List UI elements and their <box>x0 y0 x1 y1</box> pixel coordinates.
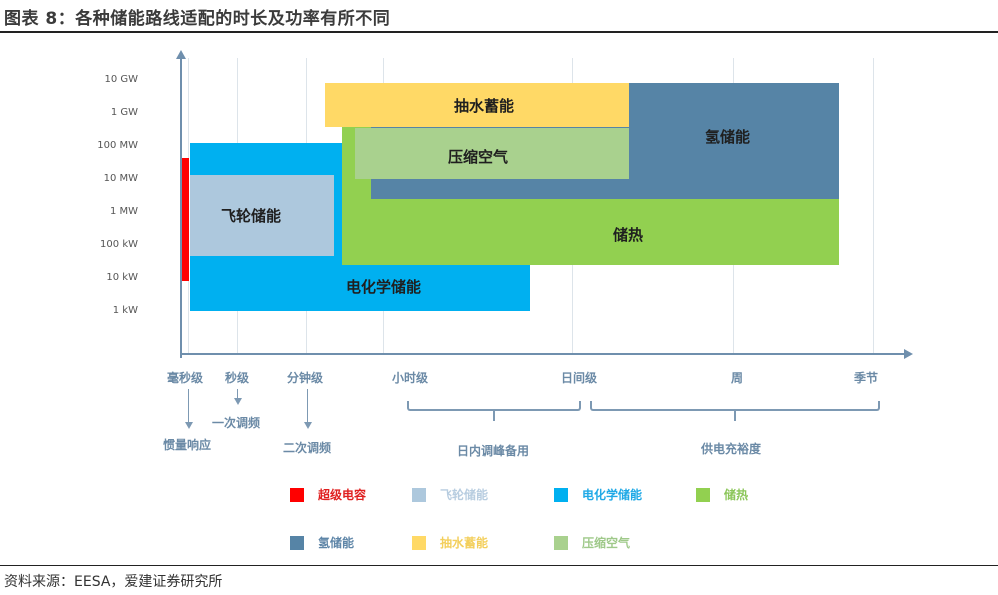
y-tick: 10 kW <box>106 272 138 283</box>
legend-item: 飞轮储能 <box>412 486 488 503</box>
legend-swatch <box>290 487 304 502</box>
y-axis <box>180 58 182 358</box>
gridline <box>873 58 874 353</box>
label-flywheel: 飞轮储能 <box>221 207 282 225</box>
legend-swatch <box>412 487 426 502</box>
block-supercapacitor <box>181 158 189 281</box>
x-tick: 周 <box>731 371 744 385</box>
legend-swatch <box>290 535 304 550</box>
app-label-inertia: 惯量响应 <box>163 438 212 452</box>
y-tick: 1 GW <box>110 107 138 118</box>
label-pumped-hydro: 抽水蓄能 <box>454 97 515 115</box>
legend-item: 氢储能 <box>290 534 354 551</box>
title-rule <box>0 31 998 33</box>
legend-label: 氢储能 <box>318 536 355 550</box>
y-axis-arrow-icon <box>176 50 186 59</box>
app-label-secondary-freq: 二次调频 <box>283 441 332 455</box>
y-tick: 1 kW <box>112 305 138 316</box>
brace-adequacy <box>590 401 880 411</box>
arrow-down-icon <box>185 422 193 429</box>
legend-item: 电化学储能 <box>554 486 642 503</box>
label-thermal: 储热 <box>613 226 644 244</box>
brace-intraday <box>407 401 581 411</box>
x-tick: 小时级 <box>392 371 429 385</box>
label-electrochemical: 电化学储能 <box>346 278 422 296</box>
arrow-down-icon <box>304 422 312 429</box>
y-tick: 10 GW <box>104 74 138 85</box>
label-hydrogen: 氢储能 <box>705 128 751 146</box>
y-tick: 100 kW <box>100 239 138 250</box>
legend-item: 储热 <box>696 486 748 503</box>
x-tick: 分钟级 <box>287 371 324 385</box>
block-flywheel <box>190 175 334 256</box>
legend-label: 压缩空气 <box>582 536 631 550</box>
block-pumped-hydro <box>325 83 629 127</box>
legend-item: 抽水蓄能 <box>412 534 488 551</box>
arrow-down-icon <box>307 389 308 423</box>
app-label-adequacy: 供电充裕度 <box>701 442 762 456</box>
legend-swatch <box>554 535 568 550</box>
legend-swatch <box>696 487 710 502</box>
x-tick: 季节 <box>854 371 879 385</box>
x-tick: 毫秒级 <box>167 371 204 385</box>
x-tick: 秒级 <box>225 371 250 385</box>
legend-swatch <box>412 535 426 550</box>
arrow-down-icon <box>237 389 238 399</box>
arrow-down-icon <box>234 398 242 405</box>
y-tick: 10 MW <box>103 173 138 184</box>
legend-item: 压缩空气 <box>554 534 630 551</box>
arrow-down-icon <box>188 389 189 423</box>
legend-label: 抽水蓄能 <box>440 536 489 550</box>
legend-item: 超级电容 <box>290 486 366 503</box>
label-compressed-air: 压缩空气 <box>448 148 509 166</box>
y-tick: 1 MW <box>109 206 138 217</box>
footer-rule <box>0 565 998 566</box>
app-label-intraday: 日内调峰备用 <box>457 444 530 458</box>
y-tick: 100 MW <box>97 140 138 151</box>
x-tick: 日间级 <box>561 371 598 385</box>
x-axis <box>180 353 905 355</box>
legend-swatch <box>554 487 568 502</box>
block-compressed-air <box>355 128 629 179</box>
legend-label: 电化学储能 <box>582 488 643 502</box>
chart-title: 图表 8：各种储能路线适配的时长及功率有所不同 <box>4 9 391 29</box>
legend-label: 超级电容 <box>318 488 367 502</box>
source-note: 资料来源：EESA，爱建证券研究所 <box>4 574 223 590</box>
brace-adequacy-tick <box>734 411 736 421</box>
brace-intraday-tick <box>493 411 495 421</box>
legend-label: 储热 <box>724 488 749 502</box>
legend-label: 飞轮储能 <box>440 488 489 502</box>
app-label-primary-freq: 一次调频 <box>212 416 261 430</box>
x-axis-arrow-icon <box>904 349 913 359</box>
